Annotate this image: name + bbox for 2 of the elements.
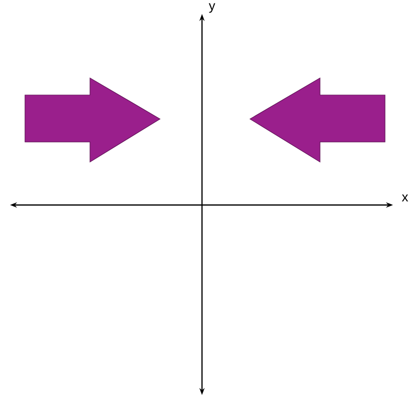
- axis-label: y: [208, 3, 216, 13]
- axis-label: x: [402, 194, 408, 202]
